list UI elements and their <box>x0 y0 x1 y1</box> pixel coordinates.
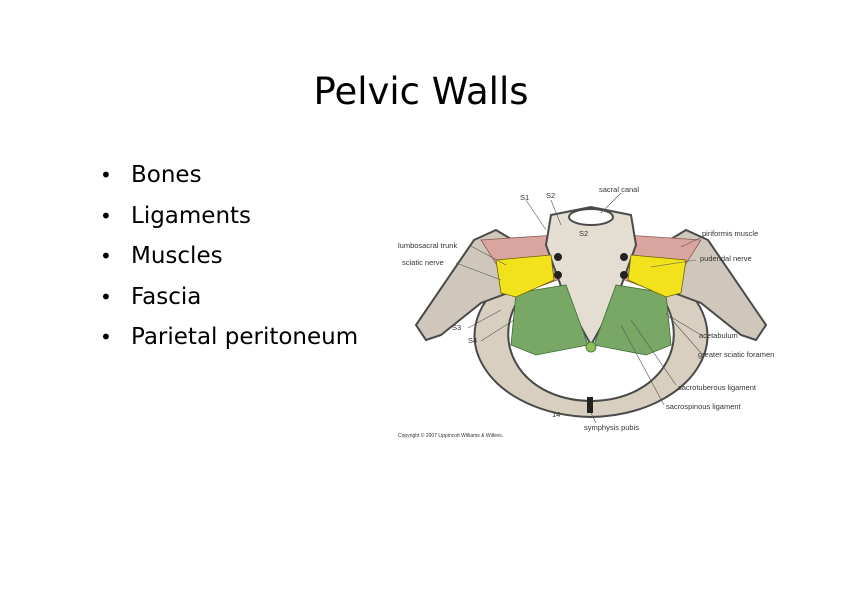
label-s2-inner: S2 <box>579 229 588 238</box>
bullet-dot-icon: • <box>100 244 112 268</box>
label-sacral-canal: sacral canal <box>599 185 639 194</box>
label-s3: S3 <box>452 323 461 332</box>
pelvic-walls-figure: sacral canal S1 S2 S2 lumbosacral trunk … <box>396 185 786 445</box>
sacral-canal <box>568 208 614 226</box>
bullet-dot-icon: • <box>100 203 112 228</box>
label-lumbosacral-trunk: lumbosacral trunk <box>398 241 457 250</box>
pelvis-illustration: sacral canal S1 S2 S2 lumbosacral trunk … <box>398 185 774 439</box>
label-sciatic-nerve: sciatic nerve <box>402 258 444 267</box>
label-s1: S1 <box>520 193 529 202</box>
label-sacrospinous-ligament: sacrospinous ligament <box>666 402 742 411</box>
right-sacral-plexus <box>627 254 687 298</box>
right-sacrospinous <box>593 284 672 356</box>
bullet-dot-icon: • <box>100 284 112 309</box>
figure-number: 14 <box>552 410 560 419</box>
label-pudendal-nerve: pudendal nerve <box>700 254 752 263</box>
symphysis <box>587 397 593 413</box>
label-symphysis-pubis: symphysis pubis <box>584 423 639 432</box>
slide-title: Pelvic Walls <box>313 70 529 113</box>
bullet-item: •Muscles <box>100 236 358 277</box>
bullet-item: •Ligaments <box>100 196 358 237</box>
label-greater-sciatic-foramen: greater sciatic foramen <box>698 350 774 359</box>
left-sacrospinous <box>510 284 589 356</box>
left-sacral-plexus <box>495 254 555 298</box>
figure-copyright: Copyright © 2007 Lippincott Williams & W… <box>398 432 503 439</box>
bullet-item: •Bones <box>100 155 358 196</box>
bullet-list: •Bones •Ligaments •Muscles •Fascia •Pari… <box>100 155 358 358</box>
bullet-item: •Fascia <box>100 277 358 318</box>
label-piriformis-muscle: piriformis muscle <box>702 229 758 238</box>
label-sacrotuberous-ligament: sacrotuberous ligament <box>678 383 757 392</box>
label-acetabulum: acetabulum <box>699 331 738 340</box>
bullet-dot-icon: • <box>100 325 112 349</box>
label-s2-top: S2 <box>546 191 555 200</box>
label-s4: S4 <box>468 336 477 345</box>
bullet-dot-icon: • <box>100 163 112 187</box>
bullet-item: •Parietal peritoneum <box>100 317 358 358</box>
